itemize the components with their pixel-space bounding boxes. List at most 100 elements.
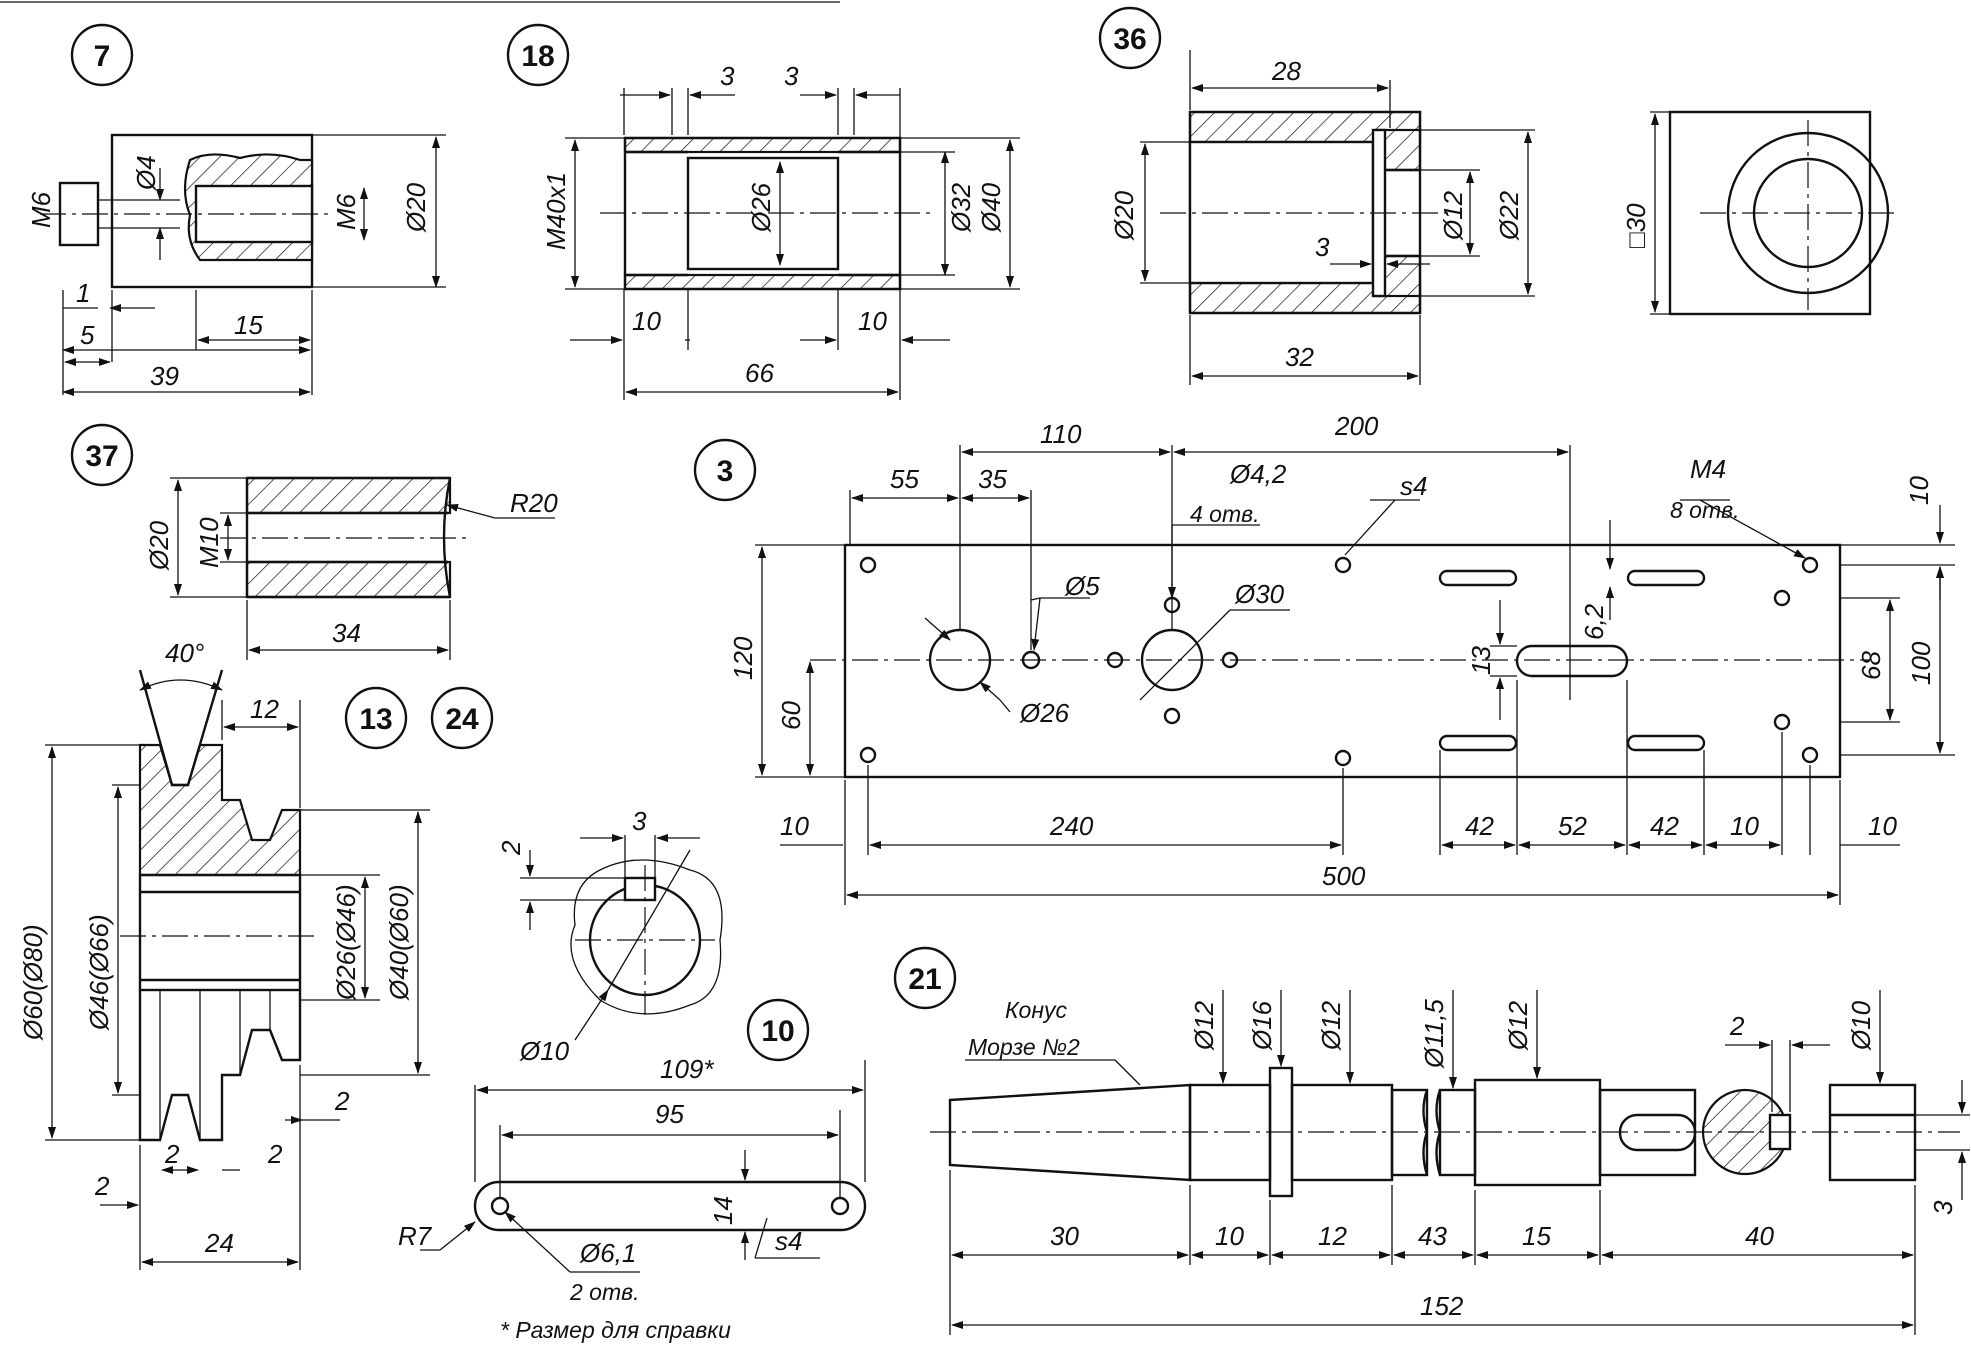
dim-label: 12 bbox=[250, 694, 279, 724]
dim-label: Ø6,1 bbox=[579, 1238, 636, 1268]
dim-label: 68 bbox=[1856, 651, 1886, 680]
part-36: 36 28 Ø20 Ø12 Ø22 3 32 bbox=[1098, 6, 1900, 385]
dim-label: 15 bbox=[1522, 1221, 1551, 1251]
dim-label: Ø40 bbox=[976, 182, 1006, 233]
dim-label: Ø26 bbox=[1019, 698, 1070, 728]
dim-label: Ø12 bbox=[1438, 190, 1468, 241]
dim-label: 500 bbox=[1322, 861, 1366, 891]
dim-label: 152 bbox=[1420, 1291, 1464, 1321]
dim-label: Ø26 bbox=[746, 182, 776, 233]
dim-label: 2 bbox=[267, 1139, 283, 1169]
dim-label: M4 bbox=[1690, 454, 1726, 484]
dim-label: Ø10 bbox=[519, 1036, 570, 1066]
dim-label: 3 bbox=[784, 61, 799, 91]
dim-label: 2 bbox=[496, 840, 526, 856]
dim-label: 2 bbox=[334, 1086, 350, 1116]
part-18: 18 3 3 bbox=[506, 23, 1020, 400]
dim-label: 10 bbox=[1868, 811, 1897, 841]
dim-label: 100 bbox=[1906, 641, 1936, 685]
part-number: 3 bbox=[717, 455, 734, 488]
dim-label: 32 bbox=[1285, 342, 1314, 372]
part-number-circle bbox=[70, 23, 134, 87]
dim-label: 10 bbox=[1904, 476, 1934, 505]
footnote: * Размер для справки bbox=[500, 1317, 731, 1343]
dim-label: 10 bbox=[632, 306, 661, 336]
dim-label: M10 bbox=[194, 517, 224, 568]
part-number: 18 bbox=[521, 40, 554, 73]
dim-label: 3 bbox=[1315, 232, 1330, 262]
part-number-circle bbox=[344, 686, 408, 750]
dim-label: 5 bbox=[80, 320, 95, 350]
dim-label: Ø30 bbox=[1234, 579, 1285, 609]
part-number: 24 bbox=[445, 703, 479, 736]
dim-label: 110 bbox=[1040, 419, 1082, 449]
dim-label: 34 bbox=[332, 618, 361, 648]
part-number-circle bbox=[746, 998, 810, 1062]
keyhole-detail: 3 2 Ø10 bbox=[496, 806, 723, 1066]
dim-label: 1 bbox=[76, 278, 90, 308]
dim-label: 120 bbox=[728, 636, 758, 680]
dim-label: 240 bbox=[1049, 811, 1094, 841]
dim-label: Ø4,2 bbox=[1229, 459, 1287, 489]
dim-label: Ø20 bbox=[1109, 190, 1139, 241]
dim-label: 109* bbox=[660, 1054, 714, 1084]
dim-label: 52 bbox=[1558, 811, 1587, 841]
dim-label: 10 bbox=[858, 306, 887, 336]
dim-label: Ø12 bbox=[1189, 1000, 1219, 1051]
dim-label: 15 bbox=[234, 310, 263, 340]
dim-label: R20 bbox=[510, 488, 558, 518]
part-number-circle bbox=[693, 438, 757, 502]
dim-label: 39 bbox=[150, 361, 179, 391]
dim-label: 12 bbox=[1318, 1221, 1347, 1251]
dim-label: s4 bbox=[1400, 471, 1427, 501]
part-number: 10 bbox=[761, 1015, 794, 1048]
dim-label: 24 bbox=[204, 1228, 234, 1258]
dim-label: Морзе №2 bbox=[968, 1034, 1080, 1060]
part-number-circle bbox=[506, 23, 570, 87]
dim-label: 200 bbox=[1334, 411, 1379, 441]
small-holes bbox=[859, 556, 1819, 767]
dim-label: R7 bbox=[398, 1221, 433, 1251]
dim-label: 14 bbox=[708, 1196, 738, 1225]
part-3: 3 bbox=[693, 411, 1955, 905]
dim-label: Ø26(Ø46) bbox=[331, 884, 361, 1001]
dim-label: Ø10 bbox=[1846, 1000, 1876, 1051]
dim-label: 6,2 bbox=[1579, 603, 1609, 640]
dim-label: Ø32 bbox=[946, 182, 976, 233]
dim-label: 4 отв. bbox=[1190, 501, 1260, 527]
dim-label: Конус bbox=[1005, 997, 1068, 1023]
plate bbox=[843, 543, 1842, 779]
part-number-circle bbox=[70, 423, 134, 487]
part-10: 10 109* 95 14 R7 Ø6,1 2 отв. s4 * Размер… bbox=[398, 998, 867, 1343]
dim-label: M40x1 bbox=[541, 172, 571, 250]
dim-label: 35 bbox=[978, 464, 1007, 494]
dim-label: 60 bbox=[776, 701, 806, 730]
dim-label: 3 bbox=[720, 61, 735, 91]
part-number: 13 bbox=[359, 703, 392, 736]
dim-label: Ø20 bbox=[144, 520, 174, 571]
part-13-24: 13 24 bbox=[18, 638, 494, 1270]
dim-label: M6 bbox=[331, 193, 361, 230]
dim-label: 30 bbox=[1050, 1221, 1079, 1251]
part-37: 37 Ø20 M10 R20 34 bbox=[70, 423, 558, 660]
dim-label: □30 bbox=[1621, 203, 1651, 248]
dim-label: Ø4 bbox=[131, 155, 161, 191]
part-number-circle bbox=[430, 686, 494, 750]
part-7: 7 M6 Ø4 M6 Ø20 1 5 15 39 bbox=[26, 23, 446, 396]
dim-label: 3 bbox=[1928, 1200, 1958, 1215]
dim-label: M6 bbox=[26, 191, 56, 228]
dim-label: s4 bbox=[775, 1226, 802, 1256]
part-number: 36 bbox=[1113, 23, 1146, 56]
part-21: 21 bbox=[893, 946, 1970, 1335]
dim-label: Ø20 bbox=[401, 182, 431, 233]
part-number: 37 bbox=[85, 440, 118, 473]
dim-label: 10 bbox=[1730, 811, 1759, 841]
dim-label: 28 bbox=[1271, 56, 1301, 86]
dim-label: 13 bbox=[1466, 646, 1496, 675]
dim-label: 95 bbox=[655, 1099, 684, 1129]
part-number: 21 bbox=[908, 963, 941, 996]
dim-label: Ø16 bbox=[1247, 1000, 1277, 1051]
dim-label: Ø12 bbox=[1316, 1000, 1346, 1051]
dim-label: Ø22 bbox=[1494, 190, 1524, 241]
